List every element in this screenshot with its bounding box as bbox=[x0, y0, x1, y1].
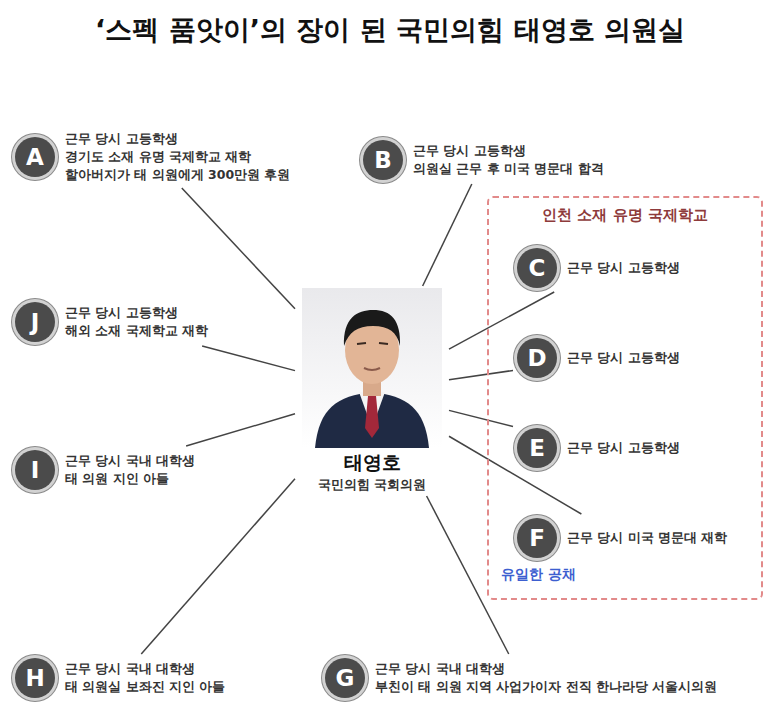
mouth bbox=[364, 368, 380, 370]
suit bbox=[315, 392, 429, 448]
person-item: I 근무 당시 국내 대학생태 의원 지인 아들 bbox=[13, 448, 197, 492]
description: 근무 당시 국내 대학생부친이 태 의원 지역 사업가이자 전직 한나라당 서울… bbox=[375, 660, 717, 696]
politician-portrait: 태영호국민의힘 국회의원 bbox=[297, 288, 447, 494]
description-line: 태 의원 지인 아들 bbox=[65, 470, 195, 488]
person-item: H 근무 당시 국내 대학생태 의원실 보좌진 지인 아들 bbox=[13, 656, 227, 700]
connector-line bbox=[202, 346, 295, 371]
description-line: 부친이 태 의원 지역 사업가이자 전직 한나라당 서울시의원 bbox=[375, 678, 717, 696]
description-line: 태 의원실 보좌진 지인 아들 bbox=[65, 678, 225, 696]
connector-line bbox=[449, 410, 513, 426]
description: 근무 당시 미국 명문대 재학 bbox=[567, 529, 727, 547]
letter-circle: G bbox=[325, 658, 365, 698]
letter-circle: B bbox=[363, 140, 403, 180]
description-line: 근무 당시 고등학생 bbox=[567, 439, 680, 457]
person-item: A근무 당시 고등학생경기도 소재 유명 국제학교 재학할아버지가 태 의원에게… bbox=[13, 128, 293, 186]
person-item: E 근무 당시 고등학생 bbox=[515, 426, 682, 470]
description: 근무 당시 고등학생경기도 소재 유명 국제학교 재학할아버지가 태 의원에게 … bbox=[65, 130, 291, 184]
description-line: 해외 소재 국제학교 재학 bbox=[65, 322, 208, 340]
description-line: 근무 당시 미국 명문대 재학 bbox=[567, 529, 727, 547]
description: 근무 당시 국내 대학생태 의원 지인 아들 bbox=[65, 452, 195, 488]
letter-circle: D bbox=[517, 338, 557, 378]
description-line: 근무 당시 고등학생 bbox=[567, 259, 680, 277]
letter-circle: C bbox=[517, 248, 557, 288]
description-line: 근무 당시 국내 대학생 bbox=[65, 452, 195, 470]
description: 근무 당시 국내 대학생태 의원실 보좌진 지인 아들 bbox=[65, 660, 225, 696]
tie bbox=[365, 396, 379, 438]
description-line: 근무 당시 고등학생 bbox=[65, 130, 291, 148]
description: 근무 당시 고등학생의원실 근무 후 미국 명문대 합격 bbox=[413, 142, 604, 178]
description-line: 의원실 근무 후 미국 명문대 합격 bbox=[413, 160, 604, 178]
letter-circle: I bbox=[15, 450, 55, 490]
person-item: F 근무 당시 미국 명문대 재학 bbox=[515, 516, 729, 560]
letter-circle: H bbox=[15, 658, 55, 698]
person-item: G 근무 당시 국내 대학생부친이 태 의원 지역 사업가이자 전직 한나라당 서… bbox=[323, 656, 719, 700]
letter-circle: A bbox=[15, 137, 55, 177]
school-region: 인천 소재 유명 국제학교 C 근무 당시 고등학생 D 근무 당시 고등학생 E 근무 당… bbox=[487, 196, 763, 600]
note-label: 유일한 공채 bbox=[501, 566, 576, 584]
letter-circle: F bbox=[517, 518, 557, 558]
connector-line bbox=[449, 436, 581, 514]
region-heading: 인천 소재 유명 국제학교 bbox=[489, 206, 761, 225]
description: 근무 당시 고등학생 bbox=[567, 259, 680, 277]
description-line: 근무 당시 국내 대학생 bbox=[65, 660, 225, 678]
description-line: 경기도 소재 유명 국제학교 재학 bbox=[65, 148, 291, 166]
person-item: B 근무 당시 고등학생의원실 근무 후 미국 명문대 합격 bbox=[361, 138, 606, 182]
person-item: J 근무 당시 고등학생해외 소재 국제학교 재학 bbox=[13, 300, 210, 344]
description: 근무 당시 고등학생해외 소재 국제학교 재학 bbox=[65, 304, 208, 340]
description-line: 근무 당시 고등학생 bbox=[65, 304, 208, 322]
description: 근무 당시 고등학생 bbox=[567, 349, 680, 367]
description: 근무 당시 고등학생 bbox=[567, 439, 680, 457]
hair bbox=[344, 310, 400, 346]
connector-line bbox=[427, 496, 509, 654]
person-item: C 근무 당시 고등학생 bbox=[515, 246, 682, 290]
letter-circle: E bbox=[517, 428, 557, 468]
connector-line bbox=[449, 370, 513, 379]
connector-line bbox=[423, 184, 472, 286]
letter-circle: J bbox=[15, 302, 55, 342]
eyes bbox=[357, 343, 388, 344]
politician-name: 태영호 bbox=[344, 450, 401, 476]
connector-line bbox=[141, 479, 295, 654]
portrait-illustration bbox=[297, 288, 447, 448]
description-line: 할아버지가 태 의원에게 300만원 후원 bbox=[65, 166, 291, 184]
person-item: D 근무 당시 고등학생 bbox=[515, 336, 682, 380]
connector-line bbox=[182, 188, 295, 309]
politician-role: 국민의힘 국회의원 bbox=[318, 476, 427, 494]
description-line: 근무 당시 고등학생 bbox=[413, 142, 604, 160]
portrait-ground bbox=[302, 288, 442, 448]
description-line: 근무 당시 국내 대학생 bbox=[375, 660, 717, 678]
connector-line bbox=[186, 414, 295, 446]
title: ‘스펙 품앗이’의 장이 된 국민의힘 태영호 의원실 bbox=[0, 12, 780, 48]
description-line: 근무 당시 고등학생 bbox=[567, 349, 680, 367]
